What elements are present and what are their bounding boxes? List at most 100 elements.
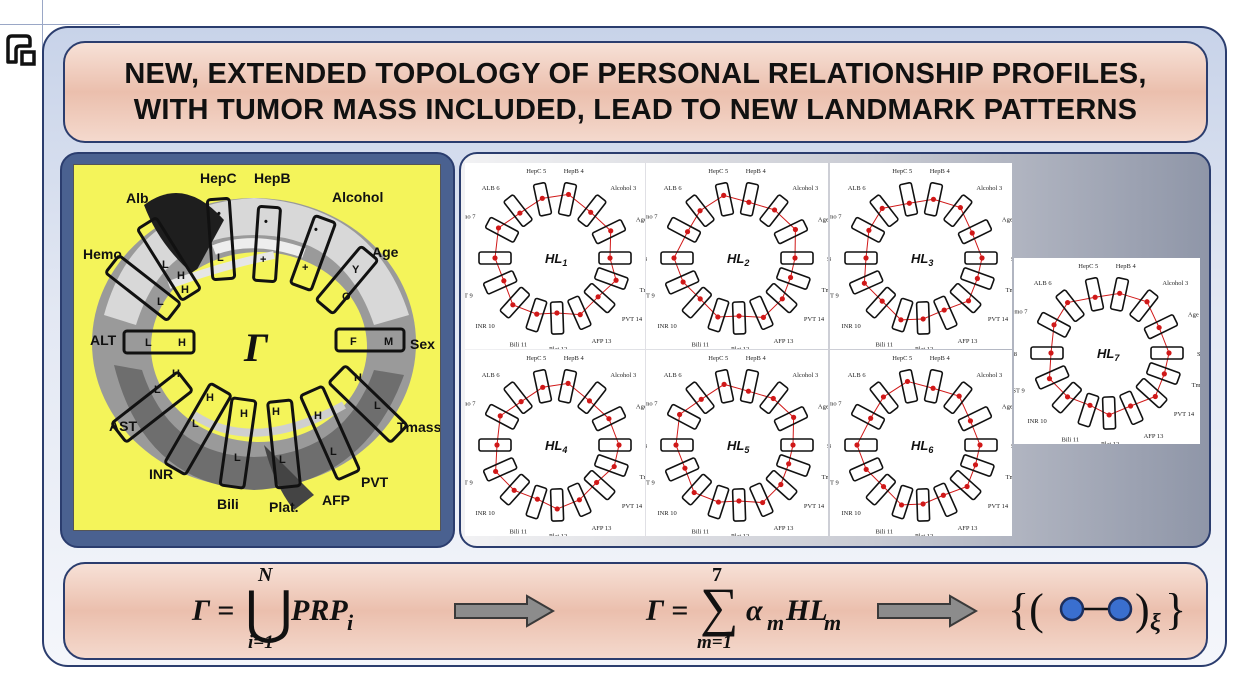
hl-box-age bbox=[957, 406, 993, 432]
hl-node-pvt bbox=[778, 481, 784, 488]
hl-box-alb bbox=[685, 194, 715, 228]
hl-label-plat: Plat 12 bbox=[731, 346, 749, 349]
hl-box-inr bbox=[1051, 381, 1082, 414]
hl-label-alb: ALB 6 bbox=[664, 185, 683, 192]
hl-label-alb: ALB 6 bbox=[848, 185, 867, 192]
hl-box-hepc bbox=[898, 181, 919, 217]
hl-connection-line bbox=[863, 198, 983, 321]
hl-label-bili: Bili 11 bbox=[876, 342, 894, 349]
hl-label-hepc: HepC 5 bbox=[892, 355, 912, 362]
hl-node-plat bbox=[554, 506, 560, 512]
hl-node-sex bbox=[790, 442, 796, 448]
hl-node-alb bbox=[879, 205, 885, 211]
hl-label-bili: Bili 11 bbox=[692, 529, 710, 536]
hl-node-afp bbox=[941, 307, 947, 313]
hl-connection-line bbox=[675, 383, 795, 504]
hl-label-hepb: HepB 4 bbox=[1116, 263, 1137, 270]
hl-node-inr bbox=[691, 489, 697, 496]
hl-box-age bbox=[591, 406, 627, 432]
hl-box-hepc bbox=[898, 368, 919, 404]
hl-box-age bbox=[957, 219, 993, 245]
hl-box-hepc bbox=[1084, 276, 1105, 312]
hl-box-ast bbox=[664, 457, 700, 482]
svg-text:H: H bbox=[240, 408, 248, 420]
hl-label-age: Age 2 bbox=[1002, 404, 1012, 411]
hl-label-alt: ALT 8 bbox=[646, 443, 647, 450]
hl-node-hemo bbox=[868, 415, 874, 421]
hl-box-hepb bbox=[557, 368, 578, 404]
hl-label-ast: AST 9 bbox=[830, 293, 839, 300]
hl-box-alcohol bbox=[1129, 289, 1159, 323]
hl-label-afp: AFP 13 bbox=[1144, 433, 1164, 440]
hl-box-inr bbox=[499, 473, 530, 506]
hl-label-afp: AFP 13 bbox=[958, 338, 978, 345]
hl-box-bili bbox=[891, 297, 914, 333]
hl-node-plat bbox=[736, 313, 742, 319]
hl-box-sex bbox=[780, 438, 814, 452]
hl-node-ast bbox=[493, 468, 499, 475]
hl-box-inr bbox=[681, 286, 712, 319]
svg-text:+: + bbox=[302, 262, 308, 274]
hl-label-tmass: Tmass 15 bbox=[640, 287, 645, 294]
hl-box-ast bbox=[482, 457, 518, 482]
hl-box-age bbox=[1143, 314, 1179, 340]
hl-box-tmass bbox=[960, 267, 995, 290]
hl-box-pvt bbox=[765, 470, 798, 501]
hl-label-pvt: PVT 14 bbox=[804, 503, 825, 510]
hl-label-hepb: HepB 4 bbox=[930, 168, 951, 175]
hl-node-ast bbox=[501, 278, 507, 284]
hl-node-tmass bbox=[611, 463, 617, 470]
hl-node-bili bbox=[898, 317, 904, 323]
hl-center-subscript: 6 bbox=[928, 445, 934, 455]
hl-box-alt bbox=[1030, 346, 1064, 360]
hl-node-hepb bbox=[745, 388, 752, 394]
svg-text:L: L bbox=[157, 296, 164, 308]
hl-box-ast bbox=[848, 270, 884, 295]
hl-box-alb bbox=[685, 381, 715, 415]
svg-text:Y: Y bbox=[352, 264, 360, 276]
hl-box-afp bbox=[567, 482, 592, 518]
hl-box-plat bbox=[549, 488, 565, 522]
hl-node-hepc bbox=[539, 195, 545, 201]
hl-box-alcohol bbox=[943, 381, 973, 415]
hl-box-hepc bbox=[532, 368, 553, 404]
hl-node-hepb bbox=[746, 199, 752, 205]
hl-box-inr bbox=[499, 286, 530, 319]
hl-node-pvt bbox=[594, 479, 600, 486]
hl-box-ast bbox=[664, 270, 700, 295]
hl-label-sex: Sex 1 bbox=[1011, 256, 1012, 263]
hl-box-age bbox=[773, 406, 809, 432]
hl-box-age bbox=[591, 219, 627, 245]
hl-label-tmass: Tmass 15 bbox=[1006, 287, 1012, 294]
hl-label-sex: Sex 1 bbox=[1197, 351, 1200, 358]
hl-label-hepb: HepB 4 bbox=[746, 168, 767, 175]
formula1-term: PRP bbox=[291, 594, 348, 627]
hl-node-afp bbox=[1127, 403, 1134, 409]
hl-node-pvt bbox=[1152, 393, 1158, 400]
hl-node-alb bbox=[518, 399, 524, 405]
hl-center-label: HL7 bbox=[1097, 346, 1120, 363]
hl-label-inr: INR 10 bbox=[657, 510, 676, 517]
hl-label-afp: AFP 13 bbox=[592, 338, 612, 345]
hl-node-pvt bbox=[965, 298, 972, 304]
title-line-1: NEW, EXTENDED TOPOLOGY OF PERSONAL RELAT… bbox=[124, 58, 1147, 90]
hl-box-pvt bbox=[949, 283, 982, 314]
hl-box-alcohol bbox=[577, 381, 607, 415]
hl-label-alcohol: Alcohol 3 bbox=[976, 372, 1002, 379]
hl-center-subscript: 7 bbox=[1114, 353, 1120, 363]
svg-text:L: L bbox=[217, 252, 224, 264]
hl-label-hepb: HepB 4 bbox=[930, 355, 951, 362]
label-sex: Sex bbox=[410, 336, 435, 352]
hl-node-age bbox=[1156, 324, 1162, 331]
hl-node-ast bbox=[682, 465, 688, 471]
hl-node-hemo bbox=[677, 411, 683, 418]
hl-label-hepc: HepC 5 bbox=[892, 168, 912, 175]
label-alb: Alb bbox=[126, 190, 149, 206]
hl-node-alt bbox=[673, 442, 679, 448]
hl-label-hepc: HepC 5 bbox=[526, 355, 546, 362]
hl-node-hepb bbox=[930, 196, 937, 202]
hl-label-ast: AST 9 bbox=[465, 480, 473, 487]
hl-node-age bbox=[608, 228, 614, 234]
svg-text:H: H bbox=[177, 270, 185, 282]
